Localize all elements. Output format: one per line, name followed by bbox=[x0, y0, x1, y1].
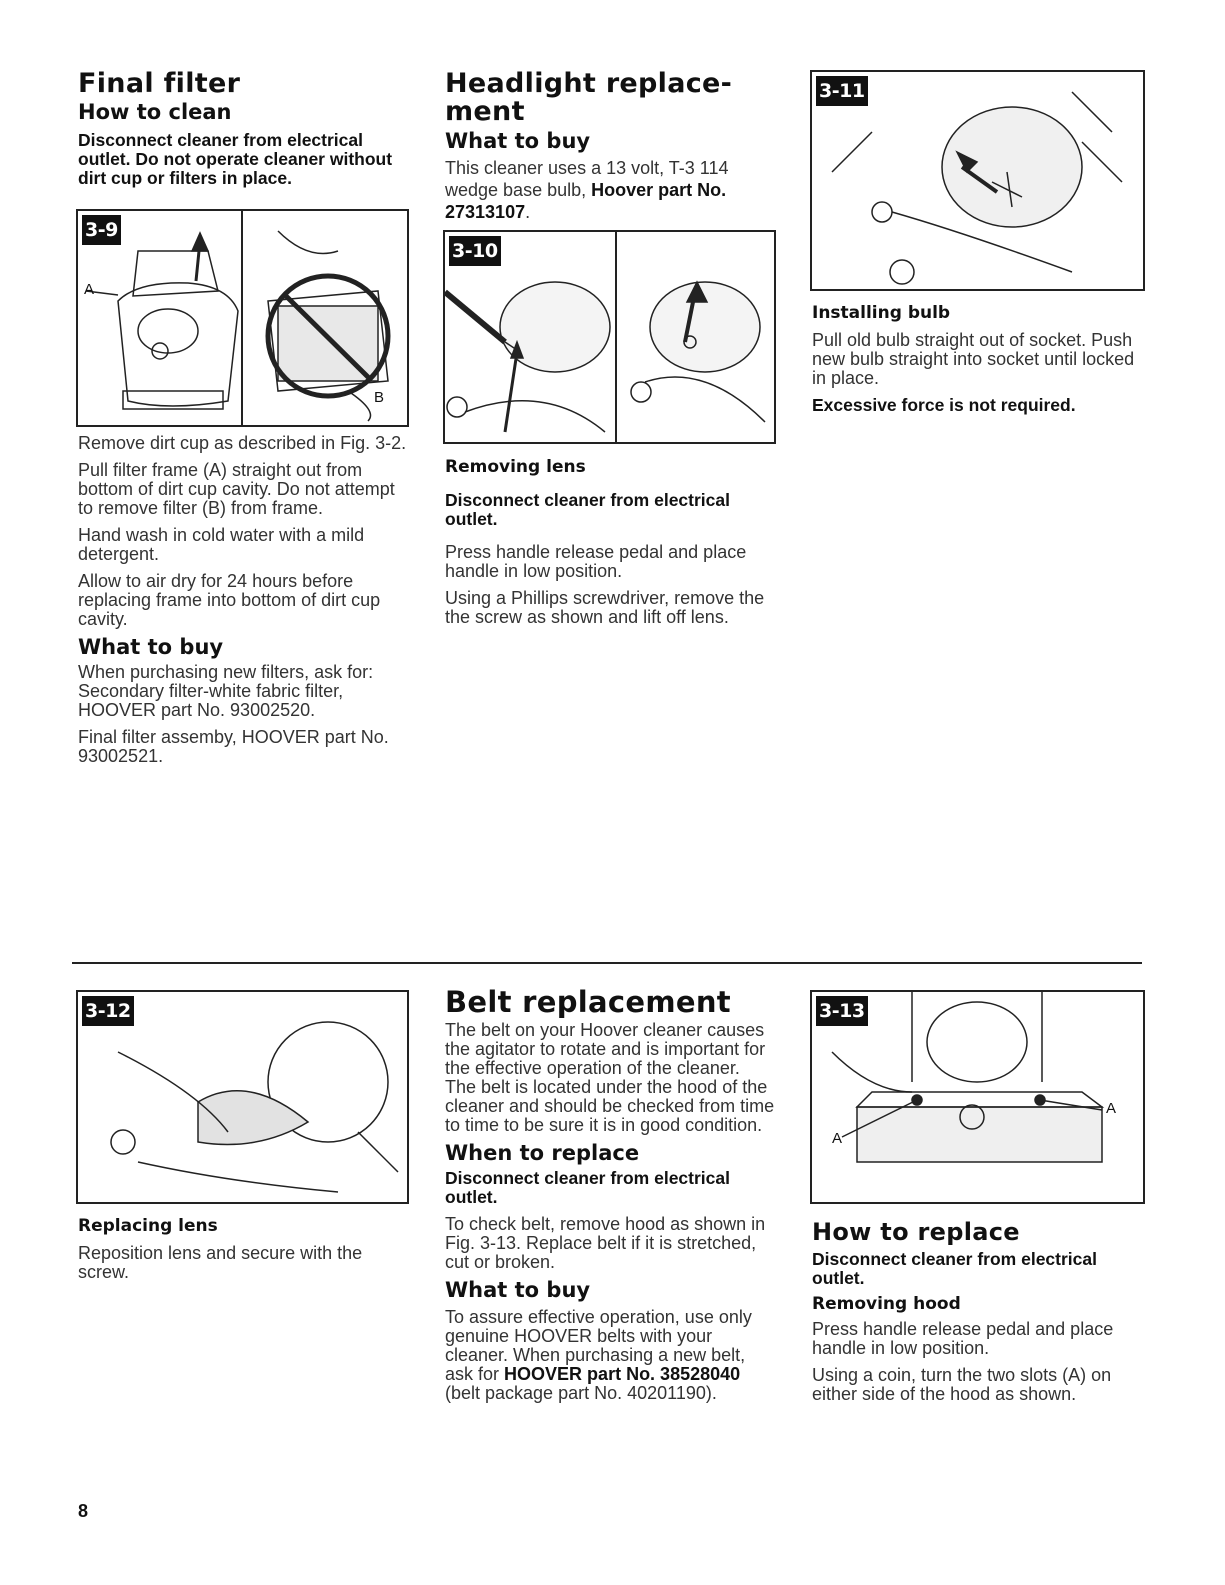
buy-intro: When purchasing new filters, ask for: bbox=[78, 662, 374, 682]
belt-buy-text: To assure effective operation, use only … bbox=[445, 1308, 775, 1403]
what-to-buy-heading: What to buy bbox=[445, 129, 591, 153]
belt-buy-end: (belt package part No. 40201190). bbox=[445, 1383, 717, 1403]
lens-removal-illustration bbox=[445, 280, 766, 433]
paragraph: Pull filter frame (A) straight out from … bbox=[78, 460, 395, 518]
headlight-body: Removing lens Disconnect cleaner from el… bbox=[445, 457, 775, 627]
figure-3-10: 3-10 bbox=[443, 230, 776, 444]
belt-replacement-title: Belt replacement bbox=[445, 985, 731, 1019]
how-to-clean-heading: How to clean bbox=[78, 100, 232, 124]
how-to-replace-section: How to replace Disconnect cleaner from e… bbox=[812, 1218, 1142, 1404]
how-to-replace-heading: How to replace bbox=[812, 1218, 1020, 1246]
final-filter-body: Remove dirt cup as described in Fig. 3-2… bbox=[78, 434, 408, 766]
paragraph: Press handle release pedal and place han… bbox=[812, 1319, 1114, 1358]
callout-a-left: A bbox=[832, 1130, 843, 1147]
final-filter-section: Final filter How to clean Disconnect cle… bbox=[78, 70, 408, 188]
callout-b: B bbox=[374, 389, 385, 406]
belt-buy-intro: To assure effective operation, use only … bbox=[445, 1307, 752, 1384]
figure-3-11: 3-11 bbox=[810, 70, 1145, 291]
callout-a: A bbox=[84, 281, 95, 298]
bulb-intro-end: . bbox=[525, 202, 531, 222]
figure-3-11-label: 3-11 bbox=[816, 76, 868, 106]
paragraph: Pull old bulb straight out of socket. Pu… bbox=[812, 330, 1135, 388]
disconnect-warning: Disconnect cleaner from electrical outle… bbox=[812, 1249, 1097, 1288]
removing-hood-heading: Removing hood bbox=[812, 1294, 961, 1314]
removing-lens-caption: Removing lens bbox=[445, 457, 586, 477]
figure-divider bbox=[615, 232, 617, 442]
figure-3-12: 3-12 bbox=[76, 990, 409, 1204]
paragraph: Press handle release pedal and place han… bbox=[445, 542, 747, 581]
hood-removal-illustration bbox=[831, 992, 1105, 1163]
headlight-title-line2: ment bbox=[445, 96, 525, 127]
figure-3-12-label: 3-12 bbox=[82, 996, 134, 1026]
figure-3-10-label: 3-10 bbox=[449, 236, 501, 266]
headlight-section: Headlight replace- ment What to buy This… bbox=[445, 70, 775, 223]
headlight-title-line1: Headlight replace- bbox=[445, 68, 733, 99]
final-filter-title: Final filter bbox=[78, 68, 241, 99]
bulb-part-number: Hoover part No. 27313107 bbox=[445, 180, 727, 222]
belt-intro: The belt on your Hoover cleaner causes t… bbox=[445, 1020, 775, 1135]
figure-3-9-label: 3-9 bbox=[82, 215, 121, 245]
callout-a-right: A bbox=[1106, 1100, 1117, 1117]
force-note: Excessive force is not required. bbox=[812, 395, 1076, 415]
buy-item: Secondary filter-white fabric filter, HO… bbox=[78, 681, 344, 720]
headlight-title: Headlight replace- ment bbox=[445, 70, 775, 126]
bulb-intro-text: This cleaner uses a 13 volt, T-3 114 wed… bbox=[445, 158, 729, 200]
replacing-lens-caption: Replacing lens bbox=[78, 1216, 218, 1236]
paragraph: Hand wash in cold water with a mild dete… bbox=[78, 525, 365, 564]
paragraph: Remove dirt cup as described in Fig. 3-2… bbox=[78, 433, 407, 453]
figure-3-9: 3-9 A B bbox=[76, 209, 409, 427]
what-to-buy-heading: What to buy bbox=[445, 1278, 591, 1302]
installing-bulb-section: Installing bulb Pull old bulb straight o… bbox=[812, 303, 1142, 415]
paragraph: Allow to air dry for 24 hours before rep… bbox=[78, 571, 381, 629]
figure-3-13-label: 3-13 bbox=[816, 996, 868, 1026]
when-to-replace-heading: When to replace bbox=[445, 1141, 640, 1165]
replacing-lens-section: Replacing lens Reposition lens and secur… bbox=[78, 1216, 408, 1282]
paragraph: Reposition lens and secure with the scre… bbox=[78, 1243, 363, 1282]
paragraph: Using a Phillips screwdriver, remove the… bbox=[445, 588, 765, 627]
disconnect-warning: Disconnect cleaner from electrical outle… bbox=[445, 1168, 730, 1207]
disconnect-warning: Disconnect cleaner from electrical outle… bbox=[445, 490, 730, 529]
vacuum-filter-illustration bbox=[85, 230, 391, 422]
bulb-install-illustration bbox=[831, 91, 1123, 285]
what-to-buy-heading: What to buy bbox=[78, 635, 224, 659]
disconnect-warning: Disconnect cleaner from electrical outle… bbox=[78, 130, 393, 188]
paragraph: Using a coin, turn the two slots (A) on … bbox=[812, 1365, 1112, 1404]
figure-3-13: 3-13 A A bbox=[810, 990, 1145, 1204]
bulb-intro: This cleaner uses a 13 volt, T-3 114 wed… bbox=[445, 157, 775, 223]
buy-item: Final filter assemby, HOOVER part No. 93… bbox=[78, 727, 389, 766]
figure-divider bbox=[241, 211, 243, 425]
belt-replacement-section: Belt replacement The belt on your Hoover… bbox=[445, 988, 775, 1403]
paragraph: To check belt, remove hood as shown in F… bbox=[445, 1214, 766, 1272]
installing-bulb-caption: Installing bulb bbox=[812, 303, 951, 323]
lens-replace-illustration bbox=[110, 1021, 399, 1193]
belt-part-number: HOOVER part No. 38528040 bbox=[504, 1364, 741, 1384]
section-divider bbox=[72, 962, 1142, 964]
page-number: 8 bbox=[78, 1501, 89, 1521]
